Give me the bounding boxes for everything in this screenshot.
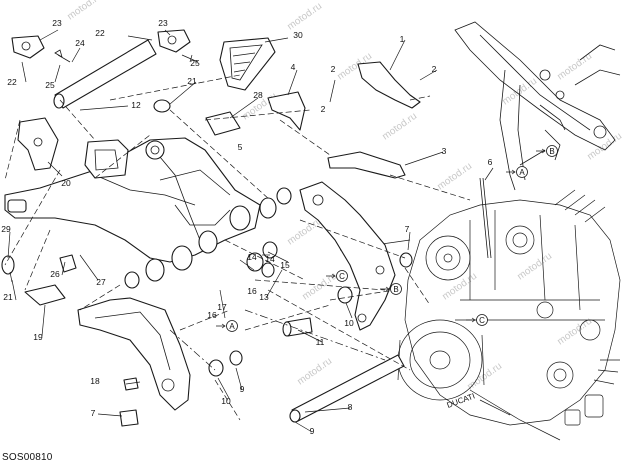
callout-10: 10	[344, 318, 354, 328]
swingarm	[4, 137, 292, 289]
watermark: motod.ru	[515, 251, 554, 283]
svg-text:A: A	[519, 168, 525, 177]
callout-9: 9	[310, 426, 315, 436]
assembly-lines	[4, 74, 471, 421]
callout-9: 9	[240, 384, 245, 394]
callout-21: 21	[3, 292, 13, 302]
callout-25: 25	[190, 58, 200, 68]
reference-mark-layer: A A B B C C	[216, 145, 558, 332]
reference-mark-b: B	[380, 283, 402, 295]
callout-1: 1	[400, 34, 405, 44]
reference-mark-a: A	[216, 320, 238, 332]
callout-22: 22	[95, 28, 105, 38]
top-components	[11, 29, 492, 259]
watermark: motod.ru	[295, 356, 334, 388]
callout-25: 25	[45, 80, 55, 90]
callout-15: 15	[280, 260, 290, 270]
callout-21: 21	[187, 76, 197, 86]
reference-mark-b: B	[536, 145, 558, 157]
callout-22: 22	[7, 77, 17, 87]
watermark: motod.ru	[465, 361, 504, 393]
callout-13: 13	[259, 292, 269, 302]
callout-layer: 1222345677899101011121314141516161718192…	[1, 18, 492, 436]
watermark: motod.ru	[555, 51, 594, 83]
callout-26: 26	[50, 269, 60, 279]
callout-2: 2	[432, 64, 437, 74]
watermark: motod.ru	[555, 316, 594, 348]
callout-7: 7	[405, 224, 410, 234]
callout-23: 23	[158, 18, 168, 28]
svg-text:C: C	[479, 316, 485, 325]
callout-6: 6	[488, 157, 493, 167]
callout-23: 23	[52, 18, 62, 28]
watermark: motod.ru	[285, 1, 324, 33]
watermark: motod.ru	[435, 161, 474, 193]
callout-29: 29	[1, 224, 11, 234]
svg-text:B: B	[549, 147, 554, 156]
watermark: motod.ru	[300, 271, 339, 303]
callout-24: 24	[75, 38, 85, 48]
callout-16: 16	[207, 310, 217, 320]
callout-10: 10	[221, 396, 231, 406]
callout-18: 18	[90, 376, 100, 386]
callout-20: 20	[61, 178, 71, 188]
watermark: motod.ru	[440, 271, 479, 303]
reference-mark-c: C	[466, 314, 488, 326]
callout-2: 2	[321, 104, 326, 114]
callout-12: 12	[131, 100, 141, 110]
callout-27: 27	[96, 277, 106, 287]
engine-block: DUCATI	[397, 189, 621, 441]
callout-14: 14	[265, 254, 275, 264]
callout-3: 3	[442, 146, 447, 156]
drawing-code: SOS00810	[2, 452, 53, 463]
svg-text:A: A	[229, 322, 235, 331]
callout-4: 4	[291, 62, 296, 72]
callout-16: 16	[247, 286, 257, 296]
rear-subframe	[454, 21, 621, 191]
callout-14: 14	[247, 252, 257, 262]
svg-text:B: B	[393, 285, 398, 294]
callout-5: 5	[238, 142, 243, 152]
callout-28: 28	[253, 90, 263, 100]
callout-17: 17	[217, 302, 227, 312]
watermark: motod.ru	[380, 111, 419, 143]
callout-8: 8	[348, 402, 353, 412]
leader-lines	[7, 29, 494, 433]
lower-components	[1, 181, 413, 427]
callout-11: 11	[316, 337, 325, 347]
reference-mark-c: C	[326, 270, 348, 282]
svg-text:C: C	[339, 272, 345, 281]
callout-19: 19	[33, 332, 43, 342]
reference-mark-a: A	[506, 166, 528, 178]
callout-30: 30	[293, 30, 303, 40]
svg-text:DUCATI: DUCATI	[446, 391, 477, 409]
watermark: motod.ru	[65, 0, 104, 22]
callout-2: 2	[331, 64, 336, 74]
callout-7: 7	[91, 408, 96, 418]
